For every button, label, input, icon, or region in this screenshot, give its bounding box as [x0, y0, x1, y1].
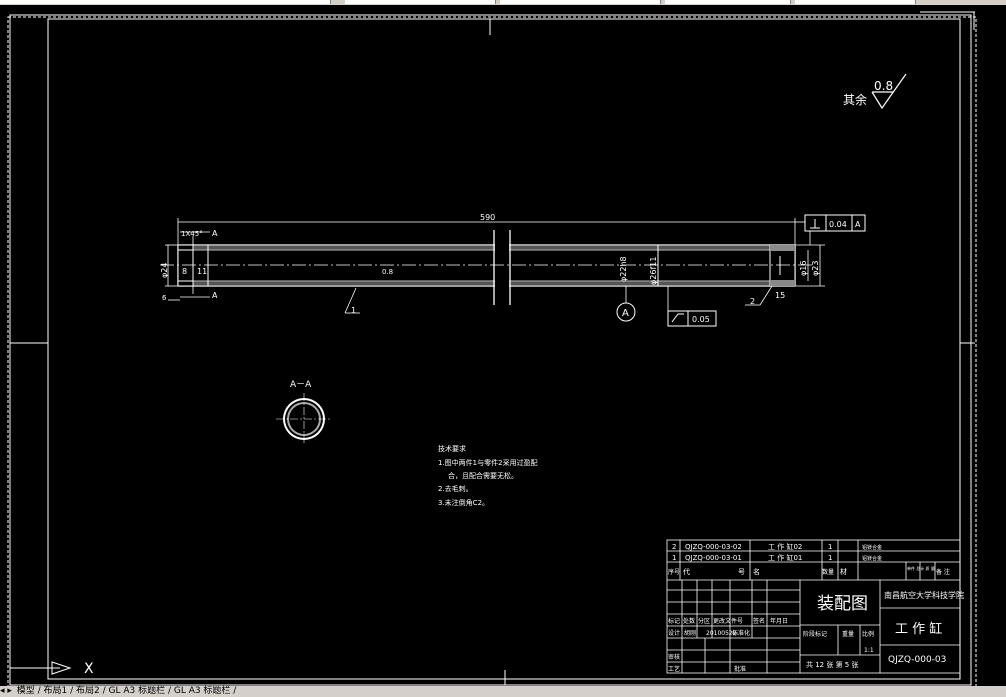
tech-req-line-3: 2.去毛刺。: [438, 484, 473, 493]
approve-label: 批准: [734, 665, 746, 673]
toolbar-field-3[interactable]: [500, 0, 661, 4]
dim-phi16: φ16: [799, 261, 808, 276]
datum-label: A: [622, 308, 629, 319]
section-view-label: A－A: [290, 380, 312, 390]
toolbar-field-4[interactable]: [665, 0, 791, 4]
perpendicularity-frame: 0.04 A: [804, 214, 866, 232]
roughness-note: 其余 0.8: [843, 73, 907, 110]
tech-req-line-4: 3.未注倒角C2。: [438, 498, 489, 507]
ucs-axis-x: X: [84, 661, 94, 677]
header-no: 序号: [668, 568, 680, 576]
toolbar-field-1[interactable]: [0, 0, 331, 4]
part-1-no: 1: [672, 554, 676, 562]
std-label: 标准化: [732, 629, 750, 637]
header-mass: 单件 总计 质 量: [907, 565, 935, 571]
section-arrow-label-top: A: [212, 229, 218, 238]
weight-label: 重量: [842, 630, 854, 638]
scale-value: 1:1: [864, 647, 874, 654]
tech-req-line-2: 合，且配合需要无松。: [448, 471, 518, 480]
part-2-material: 铝镁合金: [862, 544, 882, 551]
header-remark: 备 注: [936, 568, 950, 576]
tech-req-line-1: 1.图中两件1与零件2采用过盈配: [438, 458, 538, 467]
dim-phi26f11: φ26f11: [649, 257, 658, 285]
craft-label: 工艺: [668, 665, 680, 673]
drawing-number: QJZQ-000-03: [888, 655, 946, 665]
school-name: 南昌航空大学科技学院: [884, 590, 964, 600]
header-code2: 号: [738, 568, 745, 576]
datum-a-symbol: A: [616, 302, 636, 322]
dimension-texts: 590 1X45° A A 8 11 15 6 0.8 1 2 φ24 φ16 …: [160, 213, 820, 315]
design-label: 设计: [668, 629, 680, 637]
rev-zone: 分区: [698, 617, 710, 625]
dim-length-590: 590: [480, 213, 495, 222]
sheet-border: [7, 11, 977, 688]
shaft-main-view: [160, 230, 812, 305]
drawing-type: 装配图: [817, 594, 868, 614]
designer-name: 胡刚: [684, 629, 696, 637]
rev-mark: 标记: [668, 617, 680, 625]
dim-chamfer: 1X45°: [181, 230, 203, 238]
leader-1: 1: [351, 306, 356, 315]
dim-6: 6: [162, 294, 167, 302]
stage-label: 阶段标记: [803, 630, 827, 638]
part-name: 工 作 缸: [895, 621, 942, 637]
circular-runout-frame: 0.05: [667, 310, 717, 327]
part-2-code: QJZQ-000-03-02: [685, 543, 742, 551]
header-material: 材: [840, 567, 847, 576]
dim-phi23: φ23: [811, 261, 820, 276]
dim-8: 8: [182, 267, 187, 276]
part-1-code: QJZQ-000-03-01: [685, 554, 742, 562]
roughness-mid: 0.8: [382, 268, 393, 276]
rev-count: 处数: [683, 617, 695, 625]
tab-controls[interactable]: ◂ ▸: [0, 686, 12, 696]
leader-2: 2: [750, 297, 755, 306]
technical-requirements: 技术要求 1.图中两件1与零件2采用过盈配 合，且配合需要无松。 2.去毛刺。 …: [438, 444, 538, 507]
check-label: 审核: [668, 653, 680, 661]
part-2-name: 工 作 缸02: [768, 542, 802, 551]
runout-tolerance: 0.05: [692, 315, 710, 324]
part-2-no: 2: [672, 543, 676, 551]
part-1-name: 工 作 缸01: [768, 553, 802, 562]
toolbar-field-2[interactable]: [345, 0, 496, 4]
toolbar-field-5[interactable]: [795, 0, 916, 4]
part-1-material: 铝镁合金: [862, 555, 882, 562]
part-2-qty: 1: [828, 543, 832, 551]
header-name: 名: [753, 567, 760, 576]
scale-label: 比例: [862, 630, 874, 638]
perp-tolerance: 0.04: [829, 220, 847, 229]
title-block: [666, 539, 961, 674]
header-code: 代: [683, 567, 690, 576]
header-qty: 数量: [822, 568, 834, 576]
dimensions: [165, 218, 825, 318]
rev-date: 年月日: [770, 617, 788, 625]
ucs-icon: X: [10, 661, 94, 677]
section-view-a-a: A－A: [276, 380, 332, 445]
roughness-other-label: 其余: [843, 92, 867, 107]
design-date: 20100522: [706, 630, 737, 637]
roughness-value: 0.8: [874, 79, 893, 93]
rev-doc: 更改文件号: [713, 617, 743, 625]
part-1-qty: 1: [828, 554, 832, 562]
toolbar-strip: [0, 0, 1006, 5]
dim-15: 15: [775, 291, 785, 300]
rev-sign: 签名: [753, 617, 765, 625]
dim-11: 11: [197, 267, 207, 276]
sheet-count: 共 12 张 第 5 张: [806, 660, 859, 669]
tech-req-title: 技术要求: [438, 444, 466, 453]
perp-datum: A: [855, 220, 861, 229]
dim-phi22h8: φ22h8: [619, 256, 628, 282]
dim-phi24: φ24: [160, 263, 169, 278]
layout-tabs[interactable]: ◂ ▸ 模型 / 布局1 / 布局2 / GL A3 标题栏 / GL A3 标…: [0, 686, 1006, 697]
tabs-label[interactable]: 模型 / 布局1 / 布局2 / GL A3 标题栏 / GL A3 标题栏 /: [16, 686, 237, 696]
section-arrow-label-bottom: A: [212, 291, 218, 300]
title-block-texts: 2 QJZQ-000-03-02 工 作 缸02 1 铝镁合金 1 QJZQ-0…: [668, 542, 964, 673]
